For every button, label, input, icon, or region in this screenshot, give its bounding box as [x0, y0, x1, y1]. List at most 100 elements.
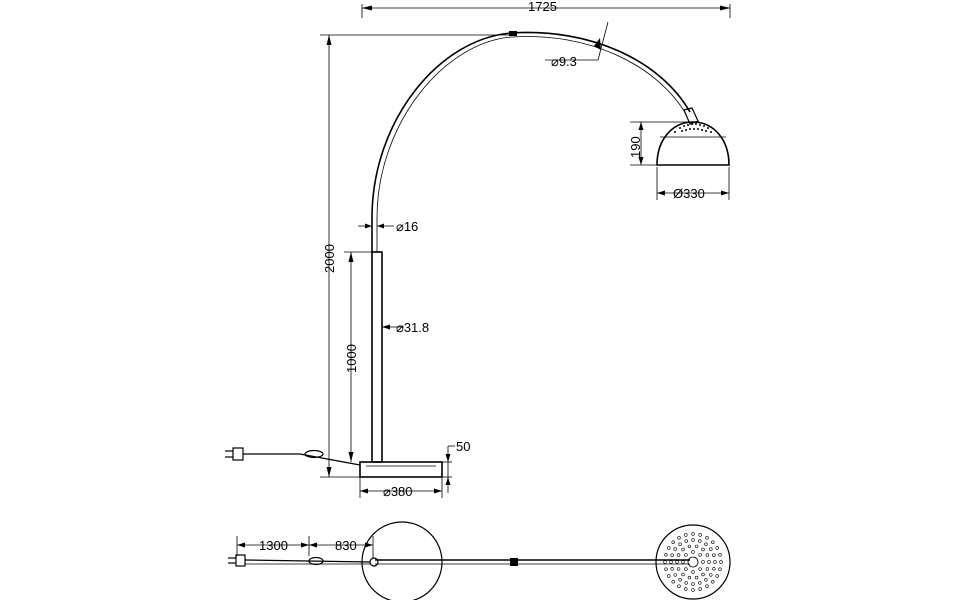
dim-label-upper-tube: ⌀16 — [396, 219, 418, 234]
shade-perforation — [674, 123, 712, 133]
perforation-dot — [664, 567, 668, 571]
perforation-dot — [678, 542, 682, 546]
perforation-dot — [705, 536, 709, 540]
perforation-dot — [669, 560, 673, 564]
dim-label-total-height: 2000 — [322, 244, 337, 273]
dim-label-shade-height: 190 — [628, 136, 643, 158]
dim-label-base-diameter: ⌀380 — [383, 484, 413, 499]
perforation-dot — [677, 584, 681, 588]
perforation-dot — [705, 567, 710, 571]
lamp-shade — [656, 121, 730, 166]
perforation-dot — [712, 567, 716, 571]
lamp-arc — [371, 31, 699, 252]
perforation-dot — [673, 573, 677, 577]
perforation-dot — [694, 544, 699, 549]
perforation-dot — [667, 574, 671, 578]
perforation-dot — [701, 560, 705, 564]
dim-label-shade-diameter: Ø330 — [673, 186, 705, 201]
perforation-dot — [691, 570, 695, 574]
power-cable-top — [228, 554, 371, 567]
perforation-dot — [698, 533, 702, 537]
lamp-base — [359, 461, 443, 478]
dim-label-cable-length-2: 830 — [335, 538, 357, 553]
perforation-dot — [704, 578, 708, 582]
perforation-dot — [691, 532, 695, 536]
perforation-dot — [677, 536, 681, 540]
dimension-upper-tube: ⌀16 — [358, 219, 418, 234]
perforation-dot — [681, 547, 685, 552]
perforation-dot — [713, 560, 717, 564]
dimension-shade-diameter: Ø330 — [656, 167, 730, 201]
perforation-dot — [684, 587, 688, 591]
perforation-dot — [675, 560, 679, 564]
perforation-dot — [676, 553, 681, 557]
top-view — [361, 521, 731, 600]
perforation-dot — [709, 547, 713, 551]
shade-top-view — [655, 524, 731, 600]
power-cable-side — [243, 449, 361, 466]
perforation-dot — [701, 572, 705, 577]
perforation-dot — [663, 560, 667, 564]
perforation-dot — [705, 553, 710, 557]
perforation-dot — [694, 575, 699, 580]
cable-switch — [304, 449, 324, 459]
dim-label-arc-tube: ⌀9.3 — [551, 54, 577, 69]
perforation-dot — [711, 580, 715, 584]
perforation-dot — [718, 567, 722, 571]
perforation-dot — [684, 567, 688, 571]
perforation-dot — [670, 553, 674, 557]
dimension-base-diameter: ⌀380 — [359, 478, 443, 499]
perforation-dot — [715, 546, 719, 550]
perforation-dot — [691, 538, 695, 542]
dim-label-lower-tube: ⌀31.8 — [396, 320, 429, 335]
dimension-lower-tube-height: 1000 — [344, 251, 372, 462]
perforation-dot — [718, 553, 722, 557]
perforation-dot — [681, 572, 685, 577]
perforation-dot — [698, 567, 702, 571]
perforation-dot — [704, 542, 708, 546]
perforation-dot — [687, 575, 692, 580]
lower-tube — [371, 251, 383, 463]
perforation-dot — [684, 533, 688, 537]
perforation-dot — [712, 553, 716, 557]
perforation-dot — [698, 587, 702, 591]
dim-label-base-height: 50 — [456, 439, 470, 454]
perforation-dot — [681, 560, 685, 564]
perforation-dot — [701, 547, 705, 552]
perforation-dot — [719, 560, 723, 564]
dimension-total-height: 2000 — [320, 34, 512, 478]
dim-label-cable-length-1: 1300 — [259, 538, 288, 553]
perforation-dot — [711, 540, 715, 544]
shade-top-perforation — [663, 532, 723, 592]
perforation-dot — [684, 539, 688, 543]
perforation-dot — [715, 574, 719, 578]
perforation-dot — [691, 588, 695, 592]
perforation-dot — [705, 584, 709, 588]
dimension-lower-tube: ⌀31.8 — [382, 320, 429, 335]
perforation-dot — [664, 553, 668, 557]
dimension-cable-lengths: 1300 830 — [236, 536, 374, 558]
perforation-dot — [676, 567, 681, 571]
perforation-dot — [698, 539, 702, 543]
perforation-dot — [670, 567, 674, 571]
perforation-dot — [691, 582, 695, 586]
perforation-dot — [698, 553, 702, 557]
perforation-dot — [684, 553, 688, 557]
perforation-dot — [691, 550, 695, 554]
perforation-dot — [678, 578, 682, 582]
power-plug-side — [225, 447, 244, 461]
dimension-shade-height: 190 — [628, 121, 690, 166]
perforation-dot — [698, 581, 702, 585]
perforation-dot — [687, 544, 692, 549]
perforation-dot — [667, 546, 671, 550]
dim-label-lower-tube-height: 1000 — [344, 344, 359, 373]
dimension-arc-tube: ⌀9.3 — [545, 21, 609, 69]
perforation-dot — [671, 540, 675, 544]
perforation-dot — [707, 560, 711, 564]
perforation-dot — [684, 581, 688, 585]
dim-label-total-width: 1725 — [528, 0, 557, 14]
perforation-dot — [671, 580, 675, 584]
dimension-total-width: 1725 — [361, 0, 731, 18]
dimension-base-height: 50 — [442, 439, 470, 493]
